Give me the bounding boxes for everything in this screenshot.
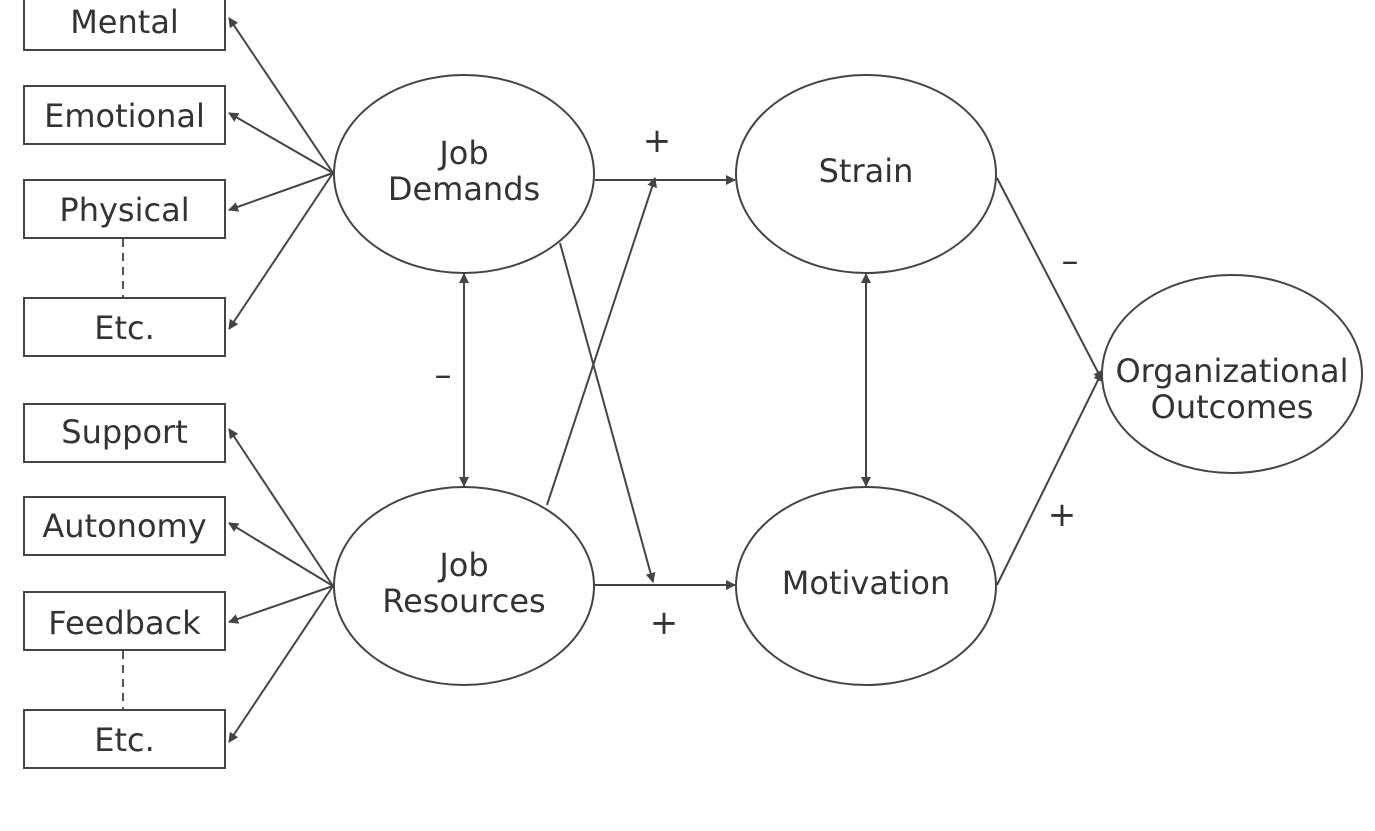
demand-indicator-boxes: Mental Emotional Physical Etc. [23,0,226,357]
indicator-label-support: Support [61,413,188,451]
arrow-motivation-to-outcomes [996,371,1103,586]
resource-indicator-arrows [228,428,334,743]
arrow-to-demands-etc [228,172,334,330]
demand-indicator-arrows [228,17,334,330]
sign-resources-to-motivation: + [650,603,679,643]
node-label-strain: Strain [819,152,914,190]
arrow-to-emotional [228,112,334,174]
indicator-label-autonomy: Autonomy [42,507,206,545]
arrow-resources-to-strain [546,177,657,506]
node-label-outcomes-line1: Organizational [1115,352,1348,390]
node-motivation: Motivation [735,486,997,686]
indicator-label-emotional: Emotional [44,97,205,135]
node-job-demands: Job Demands [333,74,595,274]
indicator-label-demands-etc: Etc. [94,309,155,347]
arrow-to-support [228,428,334,587]
node-label-job-demands-line2: Demands [388,170,540,208]
resource-indicator-boxes: Support Autonomy Feedback Etc. [23,403,226,769]
indicator-label-physical: Physical [59,191,189,229]
indicator-box-emotional: Emotional [23,85,226,145]
node-job-resources: Job Resources [333,486,595,686]
indicator-label-resources-etc: Etc. [94,721,155,759]
node-strain: Strain [735,74,997,274]
arrow-to-autonomy [228,522,334,587]
indicator-label-feedback: Feedback [48,604,201,642]
indicator-box-resources-etc: Etc. [23,709,226,769]
indicator-box-feedback: Feedback [23,591,226,651]
indicator-box-support: Support [23,403,226,463]
sign-demands-to-strain: + [643,121,672,161]
node-label-outcomes-line2: Outcomes [1151,388,1314,426]
node-label-motivation: Motivation [782,564,950,602]
arrow-demands-to-motivation [559,242,656,583]
arrow-to-physical [228,172,334,212]
indicator-box-physical: Physical [23,179,226,239]
node-label-job-demands-line1: Job [437,134,488,172]
arrow-to-resources-etc [228,585,334,743]
sign-demands-resources: – [435,355,452,395]
indicator-box-autonomy: Autonomy [23,496,226,556]
node-label-job-resources-line1: Job [437,546,488,584]
sign-strain-to-outcomes: – [1062,241,1079,281]
main-paths [459,175,1103,590]
arrow-to-feedback [228,585,334,624]
indicator-box-demands-etc: Etc. [23,297,226,357]
arrow-strain-to-outcomes [996,177,1103,381]
indicator-label-mental: Mental [70,3,179,41]
arrow-to-mental [228,17,334,174]
indicator-box-mental: Mental [23,0,226,51]
sign-motivation-to-outcomes: + [1048,495,1077,535]
node-label-job-resources-line2: Resources [382,582,545,620]
node-organizational-outcomes: Organizational Outcomes [1101,274,1363,474]
